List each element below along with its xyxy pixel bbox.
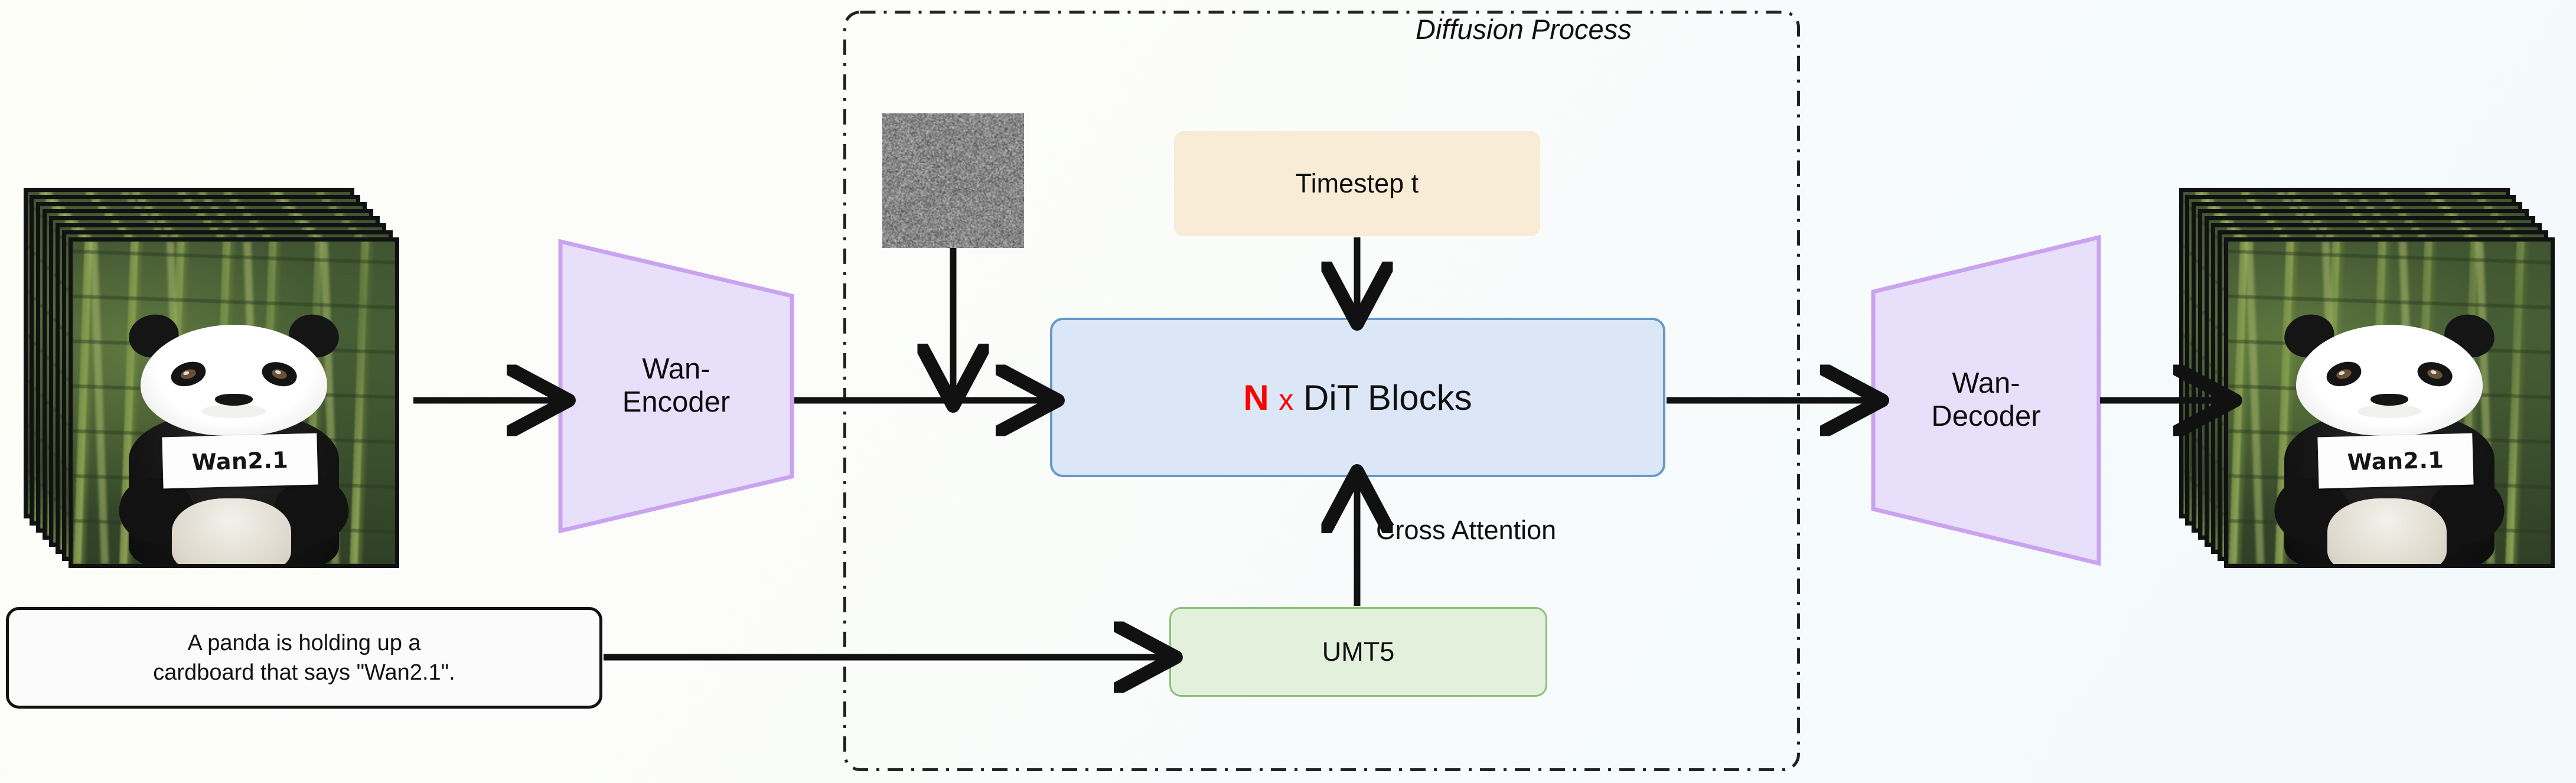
prompt-line-2: cardboard that says "Wan2.1". — [153, 660, 455, 685]
umt5-text-encoder-node[interactable]: UMT5 — [1169, 607, 1547, 697]
video-frame-front: Wan2.1 — [69, 237, 399, 568]
diffusion-process-label: Diffusion Process — [1416, 13, 1632, 45]
wan-encoder-label: Wan- Encoder — [558, 239, 794, 533]
timestep-label: Timestep t — [1296, 168, 1419, 199]
cardboard-sign: Wan2.1 — [2317, 433, 2473, 488]
video-frame-front: Wan2.1 — [2224, 237, 2555, 568]
sign-text: Wan2.1 — [191, 446, 289, 475]
timestep-node[interactable]: Timestep t — [1174, 131, 1540, 236]
wan-decoder-label: Wan- Decoder — [1871, 235, 2101, 566]
prompt-line-1: A panda is holding up a — [187, 631, 420, 655]
output-video-frame-stack: Wan2.1 — [2179, 188, 2576, 578]
dit-multiply-sign: x — [1279, 383, 1293, 416]
encoder-line-1: Wan- — [642, 353, 710, 386]
cardboard-sign: Wan2.1 — [162, 433, 318, 488]
prompt-text: A panda is holding up a cardboard that s… — [153, 628, 455, 687]
prompt-text-box[interactable]: A panda is holding up a cardboard that s… — [6, 607, 602, 709]
input-video-frame-stack: Wan2.1 — [24, 188, 431, 578]
decoder-line-1: Wan- — [1952, 367, 2020, 400]
wan-encoder-node[interactable]: Wan- Encoder — [558, 239, 794, 533]
encoder-line-2: Encoder — [622, 386, 731, 419]
gaussian-noise-patch — [882, 113, 1024, 248]
dit-blocks-node[interactable]: N x DiT Blocks — [1050, 318, 1665, 477]
wan-decoder-node[interactable]: Wan- Decoder — [1871, 235, 2101, 566]
cross-attention-label: Cross Attention — [1376, 515, 1556, 546]
umt5-label: UMT5 — [1322, 637, 1395, 667]
dit-blocks-text: DiT Blocks — [1303, 378, 1472, 417]
dit-blocks-label: N x DiT Blocks — [1243, 377, 1472, 418]
dit-repeat-count: N — [1243, 378, 1269, 417]
decoder-line-2: Decoder — [1931, 400, 2040, 433]
sign-text: Wan2.1 — [2347, 446, 2444, 475]
